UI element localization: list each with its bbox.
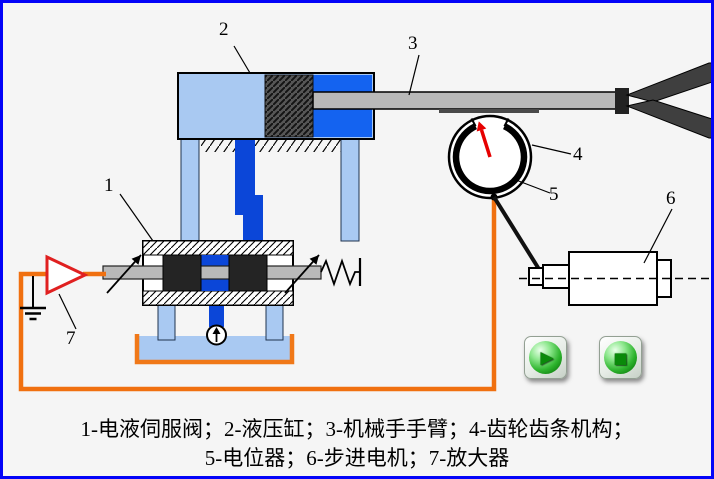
label-3: 3 [408, 33, 418, 54]
stop-icon: ■ [613, 348, 628, 367]
manipulator-arm-rod [312, 91, 626, 113]
solenoid-arrow-icons [106, 254, 320, 294]
rack-teeth [439, 109, 539, 113]
servo-valve [102, 240, 322, 306]
amplifier [45, 254, 89, 296]
gripper [615, 62, 711, 139]
potentiometer-dial [447, 114, 533, 201]
ground-icon [20, 276, 46, 321]
label-7: 7 [66, 328, 76, 349]
cylinder-mount-hatch [201, 139, 349, 152]
valve-spool-rod [102, 265, 322, 280]
stop-button-orb: ■ [604, 341, 637, 374]
pressure-pipe [235, 137, 263, 243]
label-4: 4 [573, 144, 583, 165]
play-icon: ▶ [540, 347, 554, 368]
label-5: 5 [549, 184, 559, 205]
leader-lines [58, 45, 673, 330]
label-1: 1 [104, 175, 114, 196]
schematic-canvas [18, 45, 711, 392]
play-button-orb: ▶ [529, 341, 562, 374]
stop-button[interactable]: ■ [599, 336, 642, 379]
feedback-wire [18, 199, 497, 392]
caption-line-1: 1-电液伺服阀；2-液压缸；3-机械手手臂；4-齿轮齿条机构； [80, 417, 634, 441]
label-6: 6 [666, 188, 676, 209]
label-2: 2 [219, 19, 229, 40]
play-button[interactable]: ▶ [524, 336, 567, 379]
valve-spool-land [228, 254, 268, 292]
valve-spool-land [162, 254, 202, 292]
link-rod [492, 195, 544, 276]
piston [264, 74, 314, 138]
caption-line-2: 5-电位器；6-步进电机；7-放大器 [204, 446, 510, 470]
valve-spring [320, 258, 362, 287]
pump-icon [206, 304, 227, 346]
gauge-needle [479, 129, 492, 158]
caption: 1-电液伺服阀；2-液压缸；3-机械手手臂；4-齿轮齿条机构； 5-电位器；6-… [3, 415, 711, 473]
stepper-motor [519, 251, 711, 306]
